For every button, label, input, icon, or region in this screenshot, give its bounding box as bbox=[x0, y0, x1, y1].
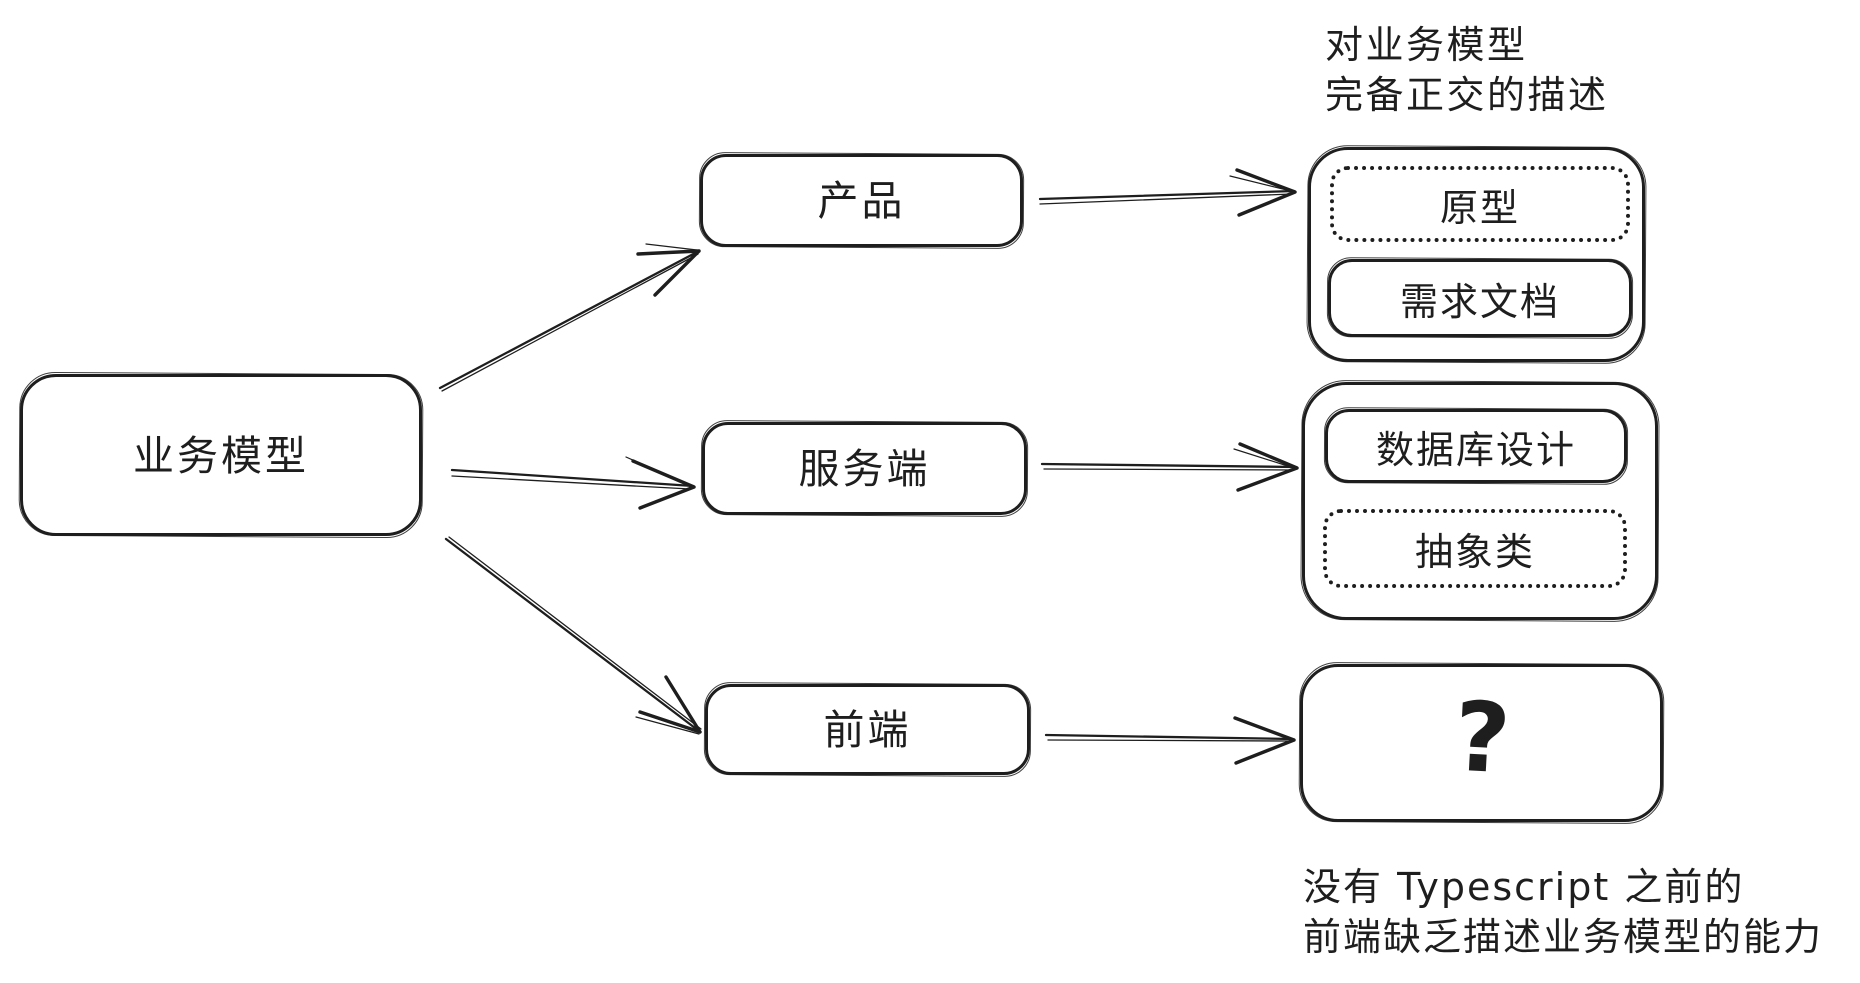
node-frontend: 前端 bbox=[705, 684, 1030, 775]
node-abstract-class-label: 抽象类 bbox=[1414, 530, 1535, 574]
annotation-top: 对业务模型 完备正交的描述 bbox=[1325, 23, 1609, 117]
node-requirements-doc: 需求文档 bbox=[1328, 259, 1632, 337]
node-database-design: 数据库设计 bbox=[1325, 409, 1627, 483]
node-business-model-label: 业务模型 bbox=[133, 431, 309, 480]
node-server-side-label: 服务端 bbox=[798, 445, 931, 493]
arrow-business-to-server bbox=[450, 456, 696, 510]
arrow-frontend-to-artifact bbox=[1044, 716, 1296, 765]
node-abstract-class: 抽象类 bbox=[1323, 509, 1627, 588]
annotation-bottom: 没有 Typescript 之前的 前端缺乏描述业务模型的能力 bbox=[1303, 865, 1824, 959]
arrow-server-to-artifacts bbox=[1040, 442, 1299, 492]
node-prototype: 原型 bbox=[1330, 166, 1630, 242]
arrow-business-to-product bbox=[438, 243, 701, 392]
node-frontend-artifact: ? bbox=[1300, 664, 1663, 822]
question-mark-label: ? bbox=[1451, 680, 1513, 796]
node-product-label: 产品 bbox=[817, 177, 906, 225]
group-server-artifacts: 数据库设计 抽象类 bbox=[1302, 382, 1658, 620]
node-prototype-label: 原型 bbox=[1439, 185, 1520, 230]
node-requirements-doc-label: 需求文档 bbox=[1399, 279, 1560, 324]
group-product-artifacts: 原型 需求文档 bbox=[1308, 147, 1645, 362]
arrow-business-to-frontend bbox=[444, 536, 702, 735]
node-business-model: 业务模型 bbox=[20, 374, 422, 536]
node-database-design-label: 数据库设计 bbox=[1375, 427, 1576, 472]
arrow-product-to-artifacts bbox=[1038, 168, 1297, 217]
node-frontend-label: 前端 bbox=[823, 706, 912, 754]
node-server-side: 服务端 bbox=[702, 422, 1027, 515]
node-product: 产品 bbox=[700, 154, 1023, 247]
